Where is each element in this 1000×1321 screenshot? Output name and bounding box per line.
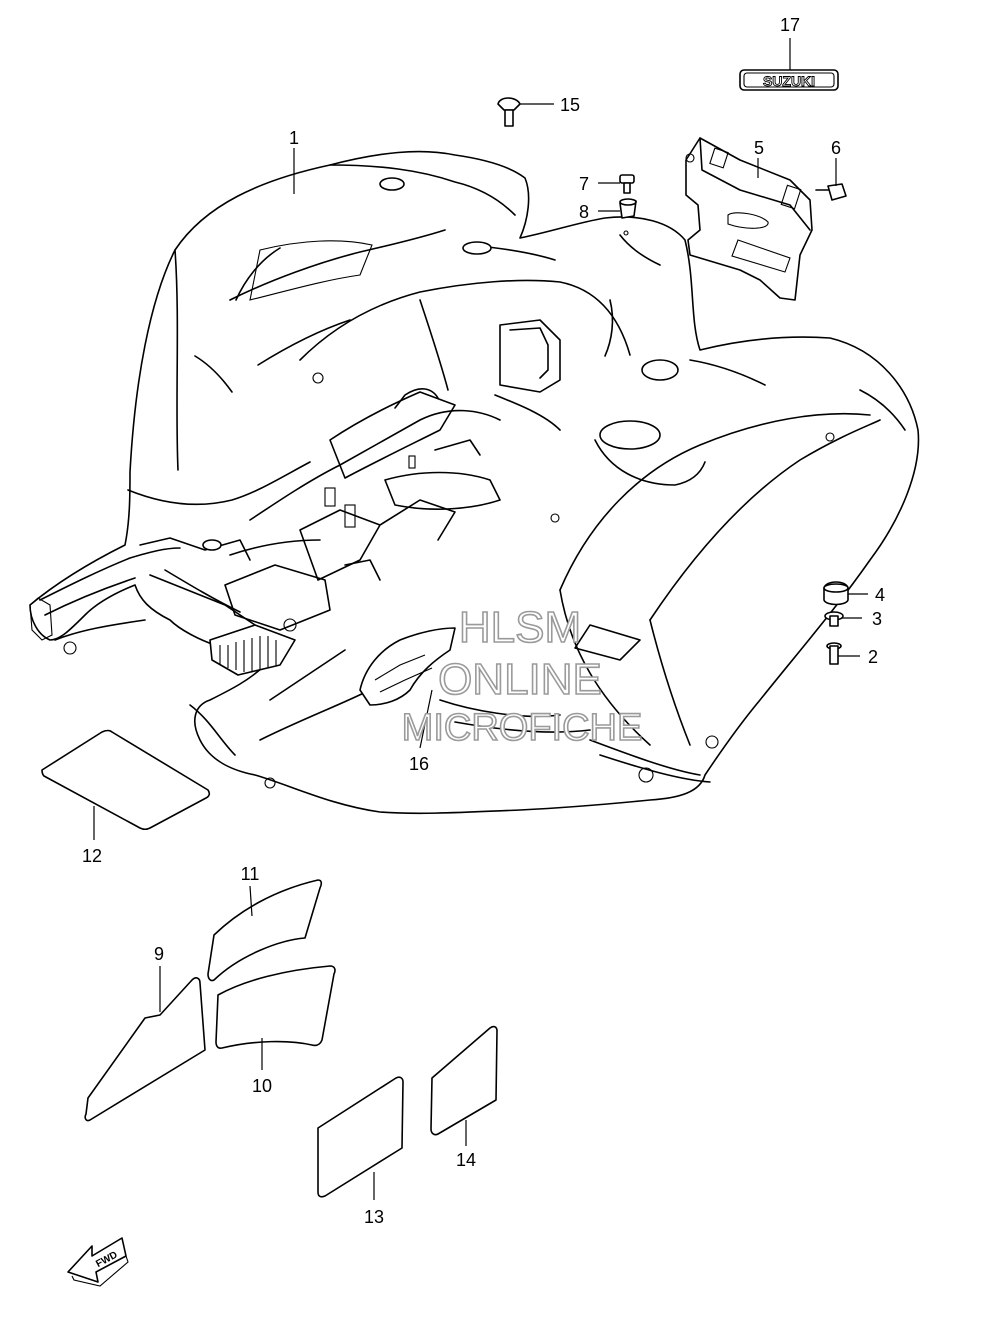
- label-part-2: 2: [868, 647, 878, 667]
- label-part-5: 5: [754, 138, 764, 158]
- label-part-14: 14: [456, 1150, 476, 1170]
- sticker-13: [317, 1076, 404, 1198]
- label-part-12: 12: [82, 846, 102, 866]
- emblem-text: SUZUKI: [763, 73, 815, 89]
- label-part-6: 6: [831, 138, 841, 158]
- license-bracket: [685, 137, 813, 301]
- label-part-3: 3: [872, 609, 882, 629]
- clip-15: [497, 97, 521, 127]
- label-part-10: 10: [252, 1076, 272, 1096]
- sticker-14: [430, 1025, 498, 1136]
- watermark-line-3: MICROFICHE: [402, 707, 643, 749]
- label-part-1: 1: [289, 128, 299, 148]
- part-labels: 1 2 3 4 5 6 7 8 9 10 11 12 13 14 15 16 1…: [82, 15, 885, 1227]
- sticker-12: [41, 729, 211, 830]
- screw-7: [619, 174, 635, 194]
- hardware-stack: [823, 581, 849, 665]
- watermark-line-1: HLSM: [459, 603, 581, 652]
- forward-arrow-icon: FWD: [67, 1237, 129, 1287]
- label-part-8: 8: [579, 202, 589, 222]
- sticker-10: [215, 965, 336, 1049]
- label-part-11: 11: [241, 864, 260, 884]
- leader-lines: [93, 38, 868, 1200]
- label-part-7: 7: [579, 174, 589, 194]
- watermark: HLSM ONLINE MICROFICHE: [401, 602, 643, 750]
- label-part-15: 15: [560, 95, 580, 115]
- rear-fender: [29, 150, 920, 815]
- label-part-13: 13: [364, 1207, 384, 1227]
- watermark-line-2: ONLINE: [438, 655, 602, 704]
- sticker-11: [207, 879, 323, 982]
- label-part-9: 9: [154, 944, 164, 964]
- label-part-16: 16: [409, 754, 429, 774]
- nut-8: [619, 198, 637, 219]
- label-part-17: 17: [780, 15, 800, 35]
- label-part-4: 4: [875, 585, 885, 605]
- screw-6: [815, 183, 847, 201]
- suzuki-emblem: SUZUKI: [739, 69, 839, 91]
- sticker-9: [84, 977, 206, 1122]
